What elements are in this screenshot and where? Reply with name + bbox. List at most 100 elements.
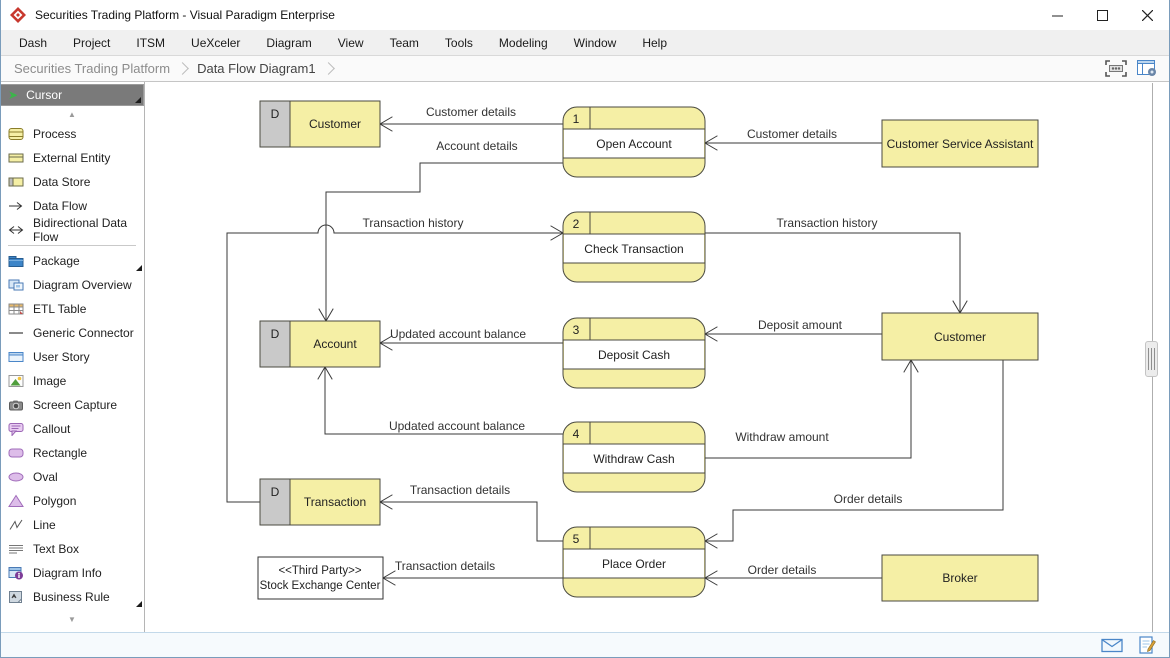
status-bar (0, 632, 1170, 658)
flow-label[interactable]: Transaction details (395, 559, 495, 573)
tool-etl-table[interactable]: ETL Table (0, 297, 144, 321)
minimize-button[interactable] (1035, 0, 1080, 30)
flow-order-details-from-customer[interactable] (704, 359, 1004, 549)
tool-generic-connector[interactable]: Generic Connector (0, 321, 144, 345)
process-check-transaction[interactable]: 2 Check Transaction (562, 211, 706, 283)
panel-layout-icon[interactable] (1136, 59, 1158, 78)
svg-text:1: 1 (573, 112, 580, 126)
menu-itsm[interactable]: ITSM (136, 35, 166, 50)
menu-team[interactable]: Team (389, 35, 419, 50)
menu-window[interactable]: Window (573, 35, 617, 50)
flow-label[interactable]: Updated account balance (389, 419, 525, 433)
flow-transaction-details-to-store[interactable] (379, 494, 564, 542)
menu-bar: Dash Project ITSM UeXceler Diagram View … (0, 30, 1170, 56)
menu-tools[interactable]: Tools (444, 35, 473, 50)
visual-paradigm-logo-icon (10, 7, 26, 23)
tool-diagram-info[interactable]: Diagram Info (0, 561, 144, 585)
screen-capture-icon (8, 398, 26, 413)
tool-text-box[interactable]: Text Box (0, 537, 144, 561)
tool-process[interactable]: Process (0, 122, 144, 146)
svg-text:Stock Exchange Center: Stock Exchange Center (260, 580, 381, 592)
svg-text:2: 2 (573, 217, 580, 231)
text-box-icon (8, 542, 26, 557)
tool-business-rule[interactable]: Business Rule (0, 585, 144, 609)
flow-label[interactable]: Updated account balance (390, 327, 526, 341)
svg-text:D: D (271, 327, 280, 341)
expand-corner-icon (135, 97, 141, 103)
tool-external-entity[interactable]: External Entity (0, 146, 144, 170)
chevron-right-icon (176, 62, 189, 75)
flow-label[interactable]: Account details (436, 139, 517, 153)
tool-user-story[interactable]: User Story (0, 345, 144, 369)
data-store-account[interactable]: D Account (259, 320, 381, 368)
process-deposit-cash[interactable]: 3 Deposit Cash (562, 317, 706, 389)
svg-text:Customer Service Assistant: Customer Service Assistant (887, 137, 1034, 151)
breadcrumb-diagram[interactable]: Data Flow Diagram1 (197, 61, 316, 76)
entity-customer-service-assistant[interactable]: Customer Service Assistant (881, 119, 1039, 168)
oval-icon (8, 470, 26, 485)
maximize-button[interactable] (1080, 0, 1125, 30)
menu-modeling[interactable]: Modeling (498, 35, 548, 50)
tool-polygon[interactable]: Polygon (0, 489, 144, 513)
flow-transaction-history-to-customer[interactable] (704, 232, 968, 314)
diagram-info-icon (8, 566, 26, 581)
toolbox-scroll-up[interactable]: ▲ (68, 109, 76, 119)
menu-view[interactable]: View (337, 35, 364, 50)
entity-stock-exchange-center[interactable]: <<Third Party>> Stock Exchange Center (257, 556, 384, 600)
title-bar: Securities Trading Platform - Visual Par… (0, 0, 1170, 30)
close-button[interactable] (1125, 0, 1170, 30)
menu-help[interactable]: Help (642, 35, 667, 50)
svg-text:<<Third Party>>: <<Third Party>> (278, 565, 361, 577)
flow-account-details[interactable] (318, 162, 564, 322)
menu-project[interactable]: Project (73, 35, 111, 50)
diagram-canvas[interactable]: Customer details Customer details Accoun… (146, 83, 1170, 632)
flow-label[interactable]: Order details (834, 492, 903, 506)
tool-bidirectional-data-flow[interactable]: Bidirectional Data Flow (0, 216, 144, 244)
tool-oval[interactable]: Oval (0, 465, 144, 489)
user-story-icon (8, 350, 26, 365)
report-edit-icon[interactable] (1139, 636, 1156, 655)
flow-label[interactable]: Customer details (426, 105, 516, 119)
svg-text:5: 5 (573, 532, 580, 546)
menu-diagram[interactable]: Diagram (266, 35, 312, 50)
flow-transaction-details-to-exchange[interactable] (382, 570, 564, 586)
toolbox-scroll-down[interactable]: ▼ (68, 614, 76, 624)
tool-line[interactable]: Line (0, 513, 144, 537)
svg-text:4: 4 (573, 427, 580, 441)
diagram-overview-icon (8, 278, 26, 293)
tool-cursor[interactable]: ➤ Cursor (0, 84, 144, 106)
tool-package[interactable]: Package (0, 249, 144, 273)
flow-label[interactable]: Deposit amount (758, 318, 843, 332)
menu-uexceler[interactable]: UeXceler (191, 35, 241, 50)
flow-customer-details-to-store[interactable] (379, 116, 564, 132)
tool-image[interactable]: Image (0, 369, 144, 393)
flow-label[interactable]: Order details (748, 563, 817, 577)
polygon-icon (8, 494, 26, 509)
process-withdraw-cash[interactable]: 4 Withdraw Cash (562, 421, 706, 493)
menu-dash[interactable]: Dash (19, 35, 48, 50)
entity-customer[interactable]: Customer (881, 312, 1039, 361)
tool-data-flow[interactable]: Data Flow (0, 194, 144, 218)
process-open-account[interactable]: 1 Open Account (562, 106, 706, 178)
tool-rectangle[interactable]: Rectangle (0, 441, 144, 465)
svg-text:Customer: Customer (934, 330, 986, 344)
mail-icon[interactable] (1101, 638, 1123, 653)
external-entity-icon (8, 151, 26, 166)
tool-callout[interactable]: Callout (0, 417, 144, 441)
flow-label[interactable]: Transaction details (410, 483, 510, 497)
flow-label[interactable]: Customer details (747, 127, 837, 141)
process-place-order[interactable]: 5 Place Order (562, 526, 706, 598)
data-store-transaction[interactable]: D Transaction (259, 478, 381, 526)
breadcrumb-project[interactable]: Securities Trading Platform (14, 61, 171, 76)
svg-text:Withdraw Cash: Withdraw Cash (593, 452, 674, 466)
fit-to-selection-icon[interactable] (1104, 59, 1128, 78)
tool-data-store[interactable]: Data Store (0, 170, 144, 194)
tool-diagram-overview[interactable]: Diagram Overview (0, 273, 144, 297)
entity-broker[interactable]: Broker (881, 554, 1039, 602)
tool-screen-capture[interactable]: Screen Capture (0, 393, 144, 417)
flow-label[interactable]: Withdraw amount (735, 430, 829, 444)
flow-label[interactable]: Transaction history (777, 216, 878, 230)
data-store-customer[interactable]: D Customer (259, 100, 381, 148)
flow-label[interactable]: Transaction history (363, 216, 464, 230)
panel-collapse-handle[interactable] (1145, 341, 1158, 377)
